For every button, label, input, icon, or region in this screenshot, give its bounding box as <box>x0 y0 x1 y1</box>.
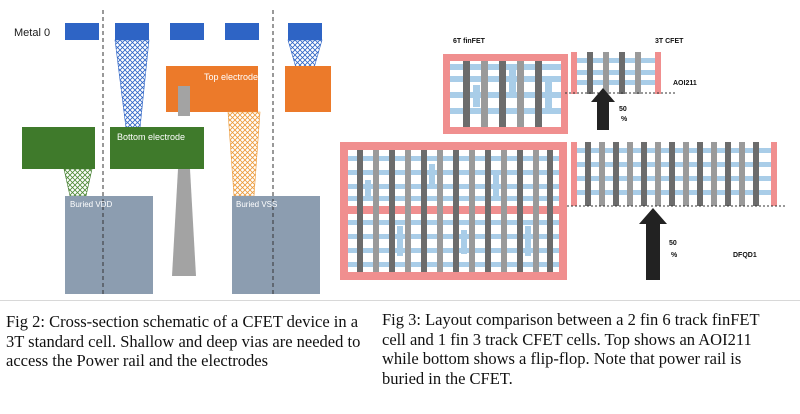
metal0-pad <box>170 23 204 40</box>
arrow-bottom-unit: % <box>671 252 678 259</box>
fig3-drawing <box>340 52 785 280</box>
vdd-via <box>63 168 93 197</box>
finfet-dfqd1-layout <box>340 142 567 280</box>
arrow-top <box>591 88 615 130</box>
bottom-electrode <box>22 127 95 169</box>
buried-vdd-rail <box>65 196 153 294</box>
vss-via <box>227 111 261 197</box>
shallow-via <box>287 39 323 69</box>
label-6t-finfet: 6T finFET <box>453 38 485 45</box>
arrow-top-value: 50 <box>619 106 627 113</box>
metal0-pad <box>115 23 149 40</box>
gray-contact <box>178 86 190 116</box>
label-dfqd1: DFQD1 <box>733 252 757 259</box>
fig3-caption: Fig 3: Layout comparison between a 2 fin… <box>382 310 760 388</box>
fig2-caption: Fig 2: Cross-section schematic of a CFET… <box>6 312 361 370</box>
fig2-cross-section: Metal 0 Top electrode Bottom electrode B… <box>0 0 370 300</box>
buried-vss-label: Buried VSS <box>236 200 278 209</box>
caption-divider <box>0 300 800 301</box>
metal0-pad <box>288 23 322 40</box>
cfet-dfqd1-layout <box>567 142 785 207</box>
metal0-pad <box>65 23 99 40</box>
arrow-bottom <box>639 208 667 280</box>
label-3t-cfet: 3T CFET <box>655 38 684 45</box>
top-electrode <box>285 66 331 112</box>
fig2-drawing <box>22 10 331 294</box>
arrow-bottom-value: 50 <box>669 240 677 247</box>
metal0-label: Metal 0 <box>14 27 51 39</box>
label-aoi211: AOI211 <box>673 80 697 87</box>
finfet-aoi211-layout <box>443 54 568 134</box>
bottom-electrode <box>110 127 204 169</box>
arrow-top-unit: % <box>621 116 628 123</box>
buried-vss-rail <box>232 196 320 294</box>
deep-via <box>114 39 150 129</box>
gray-deep-contact <box>172 169 196 276</box>
bottom-electrode-label: Bottom electrode <box>117 132 186 142</box>
metal0-pad <box>225 23 259 40</box>
cfet-aoi211-layout <box>565 52 675 94</box>
top-electrode-label: Top electrode <box>204 72 259 82</box>
fig3-layout-comparison: 6T finFET 3T CFET AOI211 50 % DFQD1 50 % <box>335 30 800 300</box>
buried-vdd-label: Buried VDD <box>70 200 113 209</box>
